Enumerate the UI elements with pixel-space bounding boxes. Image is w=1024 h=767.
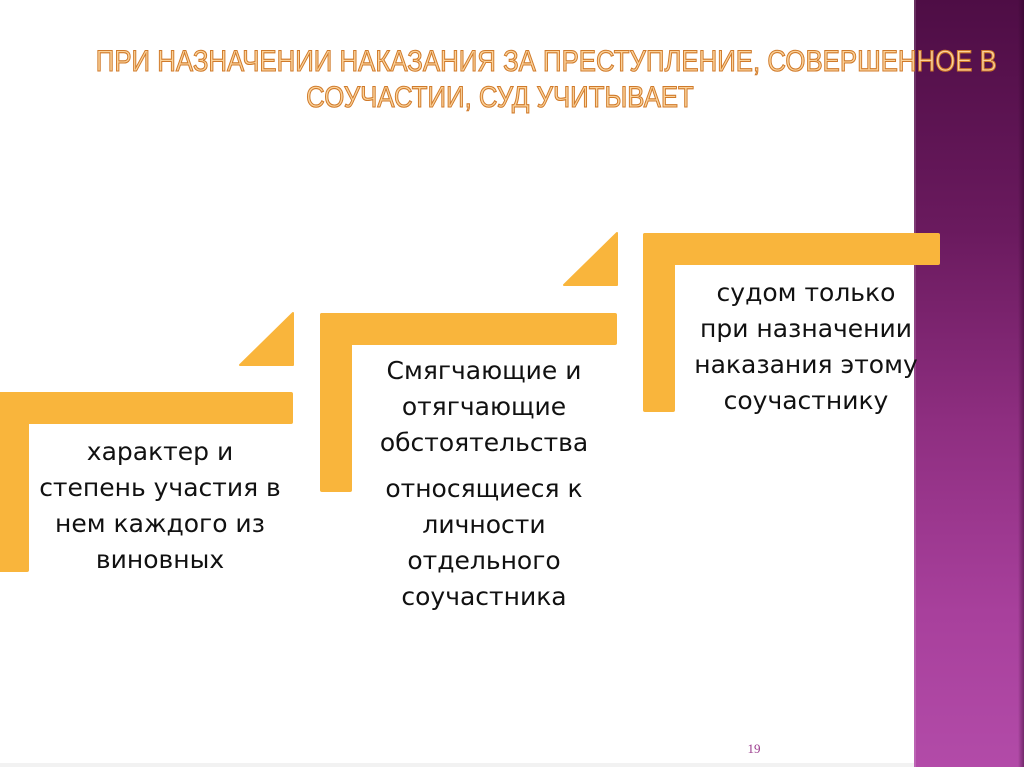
step-2-paragraph-2: относящиеся к личности отдельного соучас…: [385, 474, 583, 611]
step-2-top-bar: [320, 313, 617, 345]
step-2-paragraph-1: Смягчающие и отягчающие обстоятельства: [379, 356, 589, 457]
step-3-paragraph-1: судом только при назначении наказания эт…: [694, 278, 918, 415]
title-line-2: соучастии, суд учитывает: [306, 80, 695, 114]
step-3-text: судом только при назначении наказания эт…: [690, 275, 922, 419]
step-1-top-bar: [0, 392, 293, 424]
title-line-1: При назначении наказания за преступление…: [95, 44, 997, 78]
triangle-arrow-icon: [563, 232, 618, 286]
page-number: 19: [747, 741, 761, 756]
step-2-text: Смягчающие и отягчающие обстоятельства о…: [358, 353, 610, 615]
triangle-arrow-icon: [239, 312, 294, 366]
step-1-side-bar: [0, 392, 29, 572]
slide-title: При назначении наказания за преступление…: [95, 44, 997, 116]
step-3-top-bar: [643, 233, 940, 265]
step-1-paragraph-1: характер и степень участия в нем каждого…: [39, 437, 281, 574]
step-2-side-bar: [320, 313, 352, 492]
decorative-side-strip: [914, 0, 1024, 767]
step-1-text: характер и степень участия в нем каждого…: [38, 434, 282, 578]
slide-bottom-edge: [0, 763, 914, 767]
step-3-side-bar: [643, 233, 675, 412]
